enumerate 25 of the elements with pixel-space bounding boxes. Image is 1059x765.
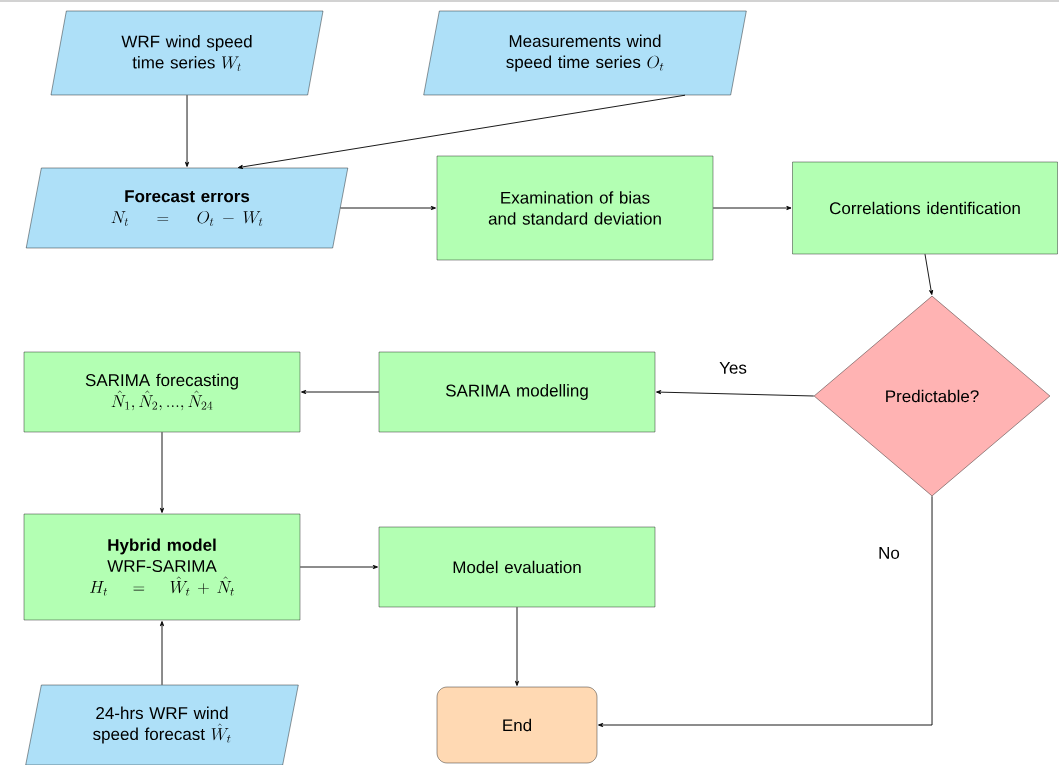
process-box: Model evaluation: [378, 526, 656, 608]
process-box: Hybrid model WRF-SARIMA $H_t \;=\; \hat{W}_t + \hat{N}_t$: [23, 513, 301, 621]
input-parallelogram: Measurements wind speed time series $O_t$: [423, 10, 747, 96]
arrow: [301, 389, 380, 395]
arrow: [237, 94, 686, 169]
arrow: [924, 253, 934, 295]
terminal-box: End: [436, 686, 598, 764]
data-parallelogram: Forecast errors $N_t \;=\; O_t - W_t$: [26, 167, 348, 249]
input-parallelogram: WRF wind speed time series $W_t$: [50, 10, 324, 96]
arrow: [514, 606, 520, 686]
arrow: [299, 564, 378, 570]
edge-label: No: [879, 547, 900, 559]
arrow: [656, 390, 815, 397]
arrow: [159, 621, 165, 686]
process-box: Correlations identification: [792, 161, 1058, 255]
edge-label: Yes: [719, 361, 747, 374]
process-box: SARIMA forecasting $\hat{N}_1, \hat{N}_2, ..., \hat{N}_{24}$: [23, 351, 301, 433]
arrow: [598, 495, 933, 728]
arrow: [712, 205, 792, 211]
process-box: Examination of bias and standard deviation: [436, 155, 714, 261]
arrow: [340, 205, 436, 211]
process-box: SARIMA modelling: [378, 351, 656, 433]
arrow: [184, 94, 190, 167]
input-parallelogram: 24-hrs WRF wind speed forecast $\hat{W}_t$: [25, 684, 299, 765]
arrow: [159, 431, 165, 513]
